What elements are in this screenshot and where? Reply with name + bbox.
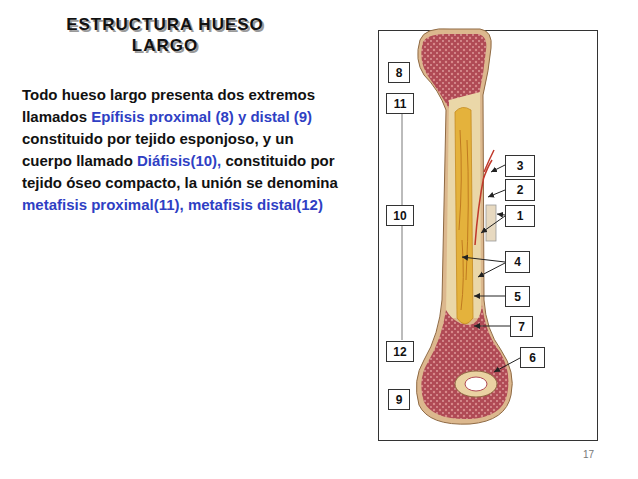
callout-number: 3 — [517, 159, 524, 173]
callout-number: 12 — [393, 345, 406, 359]
bone-outline — [416, 29, 512, 424]
callout-box: 7 — [510, 316, 533, 337]
medullary-canal — [465, 377, 487, 391]
callout-box: 8 — [388, 62, 410, 83]
callout-box: 5 — [505, 286, 530, 307]
callout-box: 4 — [505, 251, 530, 273]
callout-number: 4 — [514, 255, 521, 269]
callout-box: 9 — [388, 389, 410, 410]
region-line — [402, 114, 403, 340]
figure-frame — [379, 31, 598, 441]
marrow-texture — [459, 130, 468, 310]
page-number: 17 — [583, 449, 594, 460]
callout-number: 7 — [518, 320, 525, 334]
cross-section — [455, 371, 497, 397]
callout-number: 5 — [514, 290, 521, 304]
description-paragraph: Todo hueso largo presenta dos extremos l… — [22, 84, 342, 216]
callout-box: 2 — [505, 179, 535, 201]
highlighted-term: metafisis proximal(11), metafisis distal… — [22, 196, 323, 213]
highlighted-term: Diáfisis(10), — [137, 152, 221, 169]
callout-box: 1 — [505, 205, 535, 227]
callout-number: 10 — [393, 209, 406, 223]
callout-box: 3 — [505, 155, 535, 177]
callout-number: 2 — [517, 183, 524, 197]
callout-number: 11 — [394, 97, 407, 111]
callout-box: 10 — [386, 205, 414, 226]
distal-epiphysis — [421, 305, 508, 419]
callout-number: 9 — [396, 393, 403, 407]
marrow-cavity — [455, 107, 473, 324]
callout-number: 1 — [517, 209, 524, 223]
callout-box: 6 — [520, 347, 545, 368]
callout-number: 6 — [529, 351, 536, 365]
callout-box: 12 — [386, 341, 414, 362]
callout-number: 8 — [396, 66, 403, 80]
highlighted-term: Epífisis proximal (8) y distal (9) — [91, 108, 312, 125]
callout-box: 11 — [386, 93, 414, 114]
title-text: ESTRUCTURA HUESO LARGO — [40, 14, 290, 56]
